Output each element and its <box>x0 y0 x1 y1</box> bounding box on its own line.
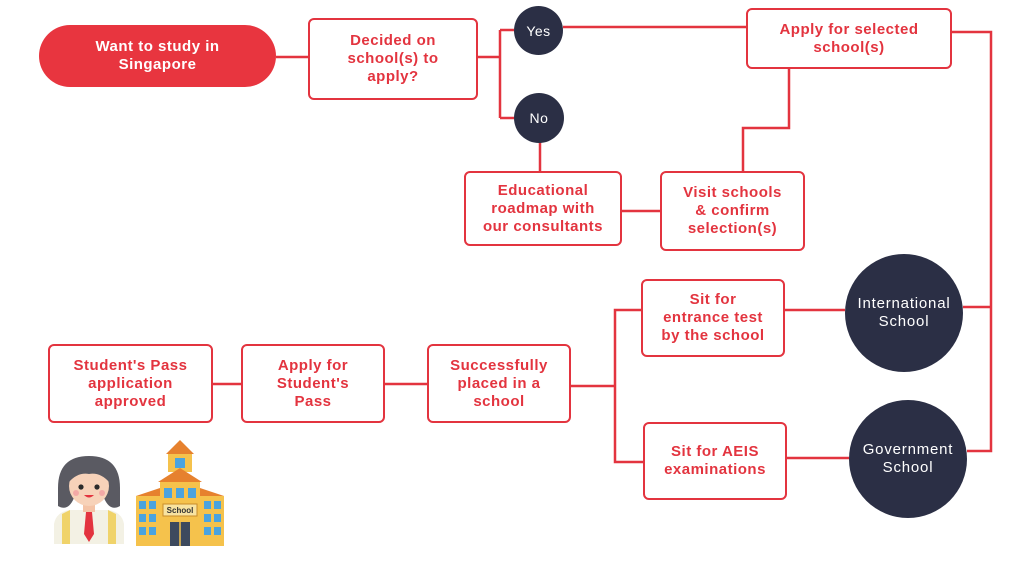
roadmap-node: Educational roadmap with our consultants <box>464 171 622 246</box>
pass-approved-node: Student's Pass application approved <box>48 344 213 423</box>
apply-pass-node: Apply for Student's Pass <box>241 344 385 423</box>
yes-node: Yes <box>514 6 563 55</box>
international-school-node: International School <box>845 254 963 372</box>
school-sign-text: School <box>167 506 194 515</box>
aeis-node: Sit for AEIS examinations <box>643 422 787 500</box>
government-school-node: Government School <box>849 400 967 518</box>
school-building-icon: School <box>136 440 224 546</box>
no-node: No <box>514 93 564 143</box>
visit-schools-node: Visit schools & confirm selection(s) <box>660 171 805 251</box>
entrance-test-node: Sit for entrance test by the school <box>641 279 785 357</box>
apply-selected-node: Apply for selected school(s) <box>746 8 952 69</box>
placed-node: Successfully placed in a school <box>427 344 571 423</box>
student-girl-icon <box>54 456 124 544</box>
decision-node: Decided on school(s) to apply? <box>308 18 478 100</box>
start-node: Want to study in Singapore <box>39 25 276 87</box>
